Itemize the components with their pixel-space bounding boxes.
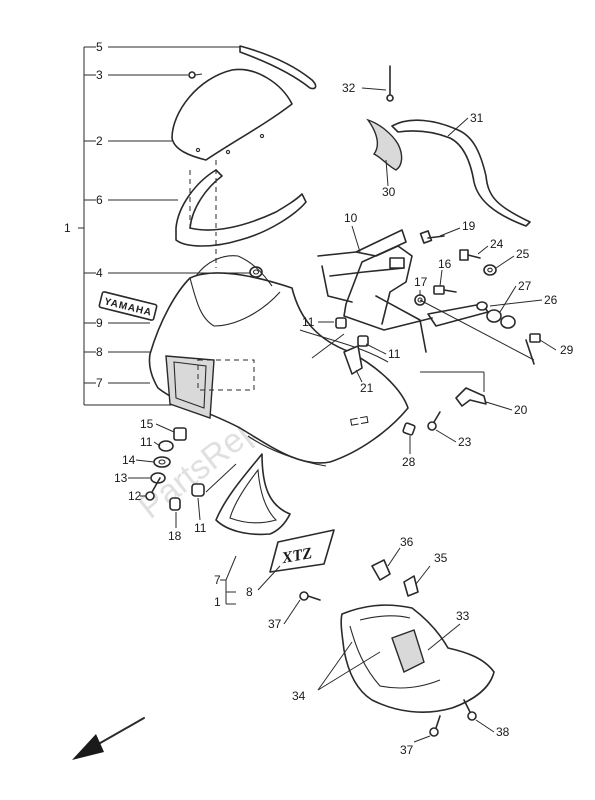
screw-part-23 bbox=[427, 411, 441, 431]
damper-part-11-a bbox=[335, 317, 347, 329]
front-cowling: ⊏⊐ bbox=[148, 255, 409, 467]
cowling-stay-frame bbox=[317, 229, 433, 353]
damper-part-11-d bbox=[191, 483, 205, 497]
callout-17: 17 bbox=[414, 275, 428, 289]
screw-part-3 bbox=[188, 71, 203, 79]
bracket-part-26 bbox=[427, 301, 489, 327]
cowl-stay-part-31 bbox=[391, 119, 531, 227]
callout-11-d: 11 bbox=[194, 521, 207, 535]
screw-part-38 bbox=[463, 699, 477, 721]
nut-part-28 bbox=[402, 422, 416, 436]
callout-32: 32 bbox=[342, 81, 356, 95]
washer-part-14 bbox=[153, 456, 171, 468]
clip-part-36 bbox=[371, 559, 391, 581]
callout-38: 38 bbox=[496, 725, 510, 739]
lower-left-leader-bracket bbox=[220, 555, 281, 605]
grommet-part-4 bbox=[249, 266, 263, 278]
cowl-marking: ⊏⊐ bbox=[348, 412, 370, 429]
bracket-part-20 bbox=[455, 387, 487, 407]
callout-10: 10 bbox=[344, 211, 358, 225]
callout-7-lower: 7 bbox=[214, 573, 221, 587]
callout-16: 16 bbox=[438, 257, 452, 271]
callout-20: 20 bbox=[514, 403, 528, 417]
callout-labels: 1 1 2 3 4 5 6 7 7 8 8 9 10 11 11 11 11 1… bbox=[64, 40, 574, 757]
windshield bbox=[171, 68, 293, 161]
bolt-part-19 bbox=[419, 230, 445, 244]
callout-12: 12 bbox=[128, 489, 142, 503]
bolt-part-24 bbox=[459, 249, 481, 261]
callout-3: 3 bbox=[96, 68, 103, 82]
front-direction-arrow-icon bbox=[72, 717, 145, 760]
callout-8: 8 bbox=[96, 345, 103, 359]
callout-15: 15 bbox=[140, 417, 154, 431]
damper-part-18 bbox=[169, 497, 181, 511]
callout-28: 28 bbox=[402, 455, 416, 469]
windshield-frame bbox=[175, 169, 307, 247]
callout-11-b: 11 bbox=[388, 347, 401, 361]
left-leader-bracket bbox=[78, 46, 250, 406]
bolt-part-32 bbox=[386, 65, 394, 102]
callout-34: 34 bbox=[292, 689, 306, 703]
callout-5: 5 bbox=[96, 40, 103, 54]
callout-24: 24 bbox=[490, 237, 504, 251]
callout-8-lower: 8 bbox=[246, 585, 253, 599]
callout-21: 21 bbox=[360, 381, 374, 395]
callout-33: 33 bbox=[456, 609, 470, 623]
callout-4: 4 bbox=[96, 266, 103, 280]
callout-37-b: 37 bbox=[400, 743, 414, 757]
callout-30: 30 bbox=[382, 185, 396, 199]
callout-13: 13 bbox=[114, 471, 128, 485]
under-cowling bbox=[340, 604, 495, 713]
callout-leaders bbox=[128, 87, 557, 743]
xtz-label: XTZ bbox=[280, 545, 314, 567]
screw-part-37-b bbox=[429, 715, 441, 737]
callout-26: 26 bbox=[544, 293, 558, 307]
callout-37-a: 37 bbox=[268, 617, 282, 631]
clip-part-35 bbox=[403, 575, 419, 597]
stay-part-21 bbox=[343, 345, 363, 375]
callout-7: 7 bbox=[96, 376, 103, 390]
callout-2: 2 bbox=[96, 134, 103, 148]
yamaha-emblem: YAMAHA bbox=[98, 291, 158, 321]
cowl-stay-part-30 bbox=[366, 118, 403, 171]
bolt-part-29 bbox=[525, 333, 541, 365]
bolt-part-16 bbox=[433, 285, 457, 295]
callout-31: 31 bbox=[470, 111, 484, 125]
xtz-graphic-part-8: XTZ bbox=[269, 529, 335, 573]
callout-14: 14 bbox=[122, 453, 136, 467]
callout-1: 1 bbox=[64, 221, 71, 235]
callout-11-c: 11 bbox=[140, 435, 153, 449]
callout-29: 29 bbox=[560, 343, 574, 357]
damper-part-11-c bbox=[158, 440, 174, 452]
callout-27: 27 bbox=[518, 279, 532, 293]
callout-19: 19 bbox=[462, 219, 476, 233]
callout-1-lower: 1 bbox=[214, 595, 221, 609]
callout-9: 9 bbox=[96, 316, 103, 330]
nut-part-15 bbox=[173, 427, 187, 441]
callout-36: 36 bbox=[400, 535, 414, 549]
callout-6: 6 bbox=[96, 193, 103, 207]
collar-part-27 bbox=[486, 309, 516, 329]
washer-part-25 bbox=[483, 264, 497, 276]
callout-23: 23 bbox=[458, 435, 472, 449]
callout-35: 35 bbox=[434, 551, 448, 565]
screw-part-37-a bbox=[299, 591, 321, 601]
windshield-trim-strip bbox=[239, 45, 317, 90]
callout-25: 25 bbox=[516, 247, 530, 261]
callout-11-a: 11 bbox=[302, 315, 315, 329]
callout-18: 18 bbox=[168, 529, 182, 543]
damper-part-11-b bbox=[357, 335, 369, 347]
